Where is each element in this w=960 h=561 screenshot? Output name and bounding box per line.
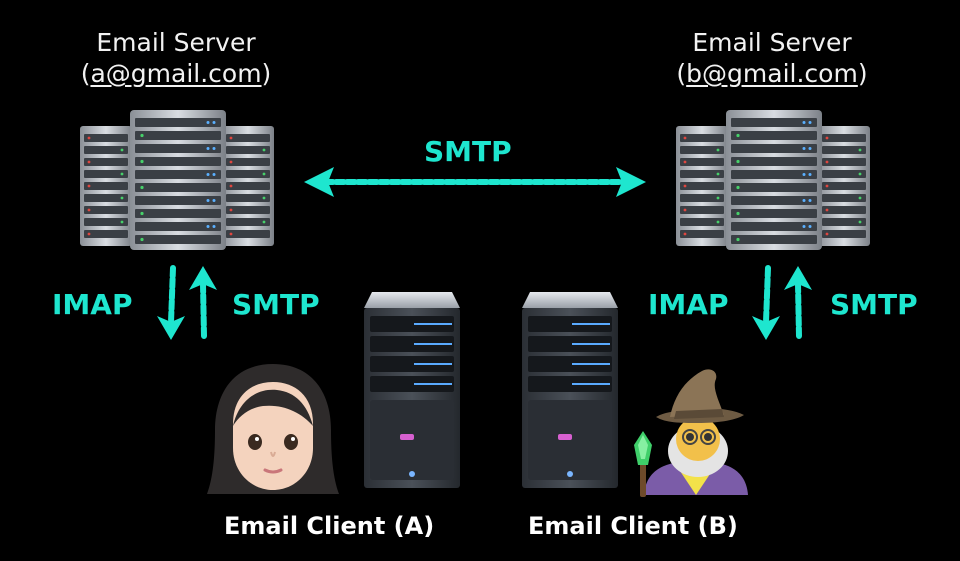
smtp-server-label: SMTP <box>424 135 512 168</box>
client-b-label: Email Client (B) <box>528 512 738 540</box>
smtp-left-label: SMTP <box>232 288 320 321</box>
server-a-rack-icon <box>80 110 274 250</box>
server-b-address-line: (b@gmail.com) <box>676 59 868 88</box>
server-a-title: Email Server (a@gmail.com) <box>46 27 306 89</box>
up-arrow-icon <box>189 266 217 339</box>
server-b-rack-icon <box>676 110 870 250</box>
imap-left-label: IMAP <box>52 288 133 321</box>
down-arrow-icon <box>752 265 780 340</box>
imap-right-label: IMAP <box>648 288 729 321</box>
right-updown-arrows <box>752 265 812 340</box>
server-a-address-line: (a@gmail.com) <box>80 59 272 88</box>
client-a-label: Email Client (A) <box>224 512 435 540</box>
client-a-tower-icon <box>364 292 460 488</box>
gem-staff-icon <box>634 431 652 497</box>
double-arrow-icon <box>304 167 646 197</box>
client-b-tower-icon <box>522 292 618 488</box>
server-b-title: Email Server (b@gmail.com) <box>642 27 902 89</box>
smtp-right-label: SMTP <box>830 288 918 321</box>
up-arrow-icon <box>784 266 812 339</box>
wizard-emoji-icon <box>634 369 748 497</box>
server-b-name: Email Server <box>692 28 852 57</box>
down-arrow-icon <box>157 265 185 340</box>
server-a-address: a@gmail.com <box>90 59 262 88</box>
left-updown-arrows <box>157 265 217 340</box>
server-b-address: b@gmail.com <box>686 59 858 88</box>
server-a-name: Email Server <box>96 28 256 57</box>
woman-emoji-icon <box>207 364 339 494</box>
